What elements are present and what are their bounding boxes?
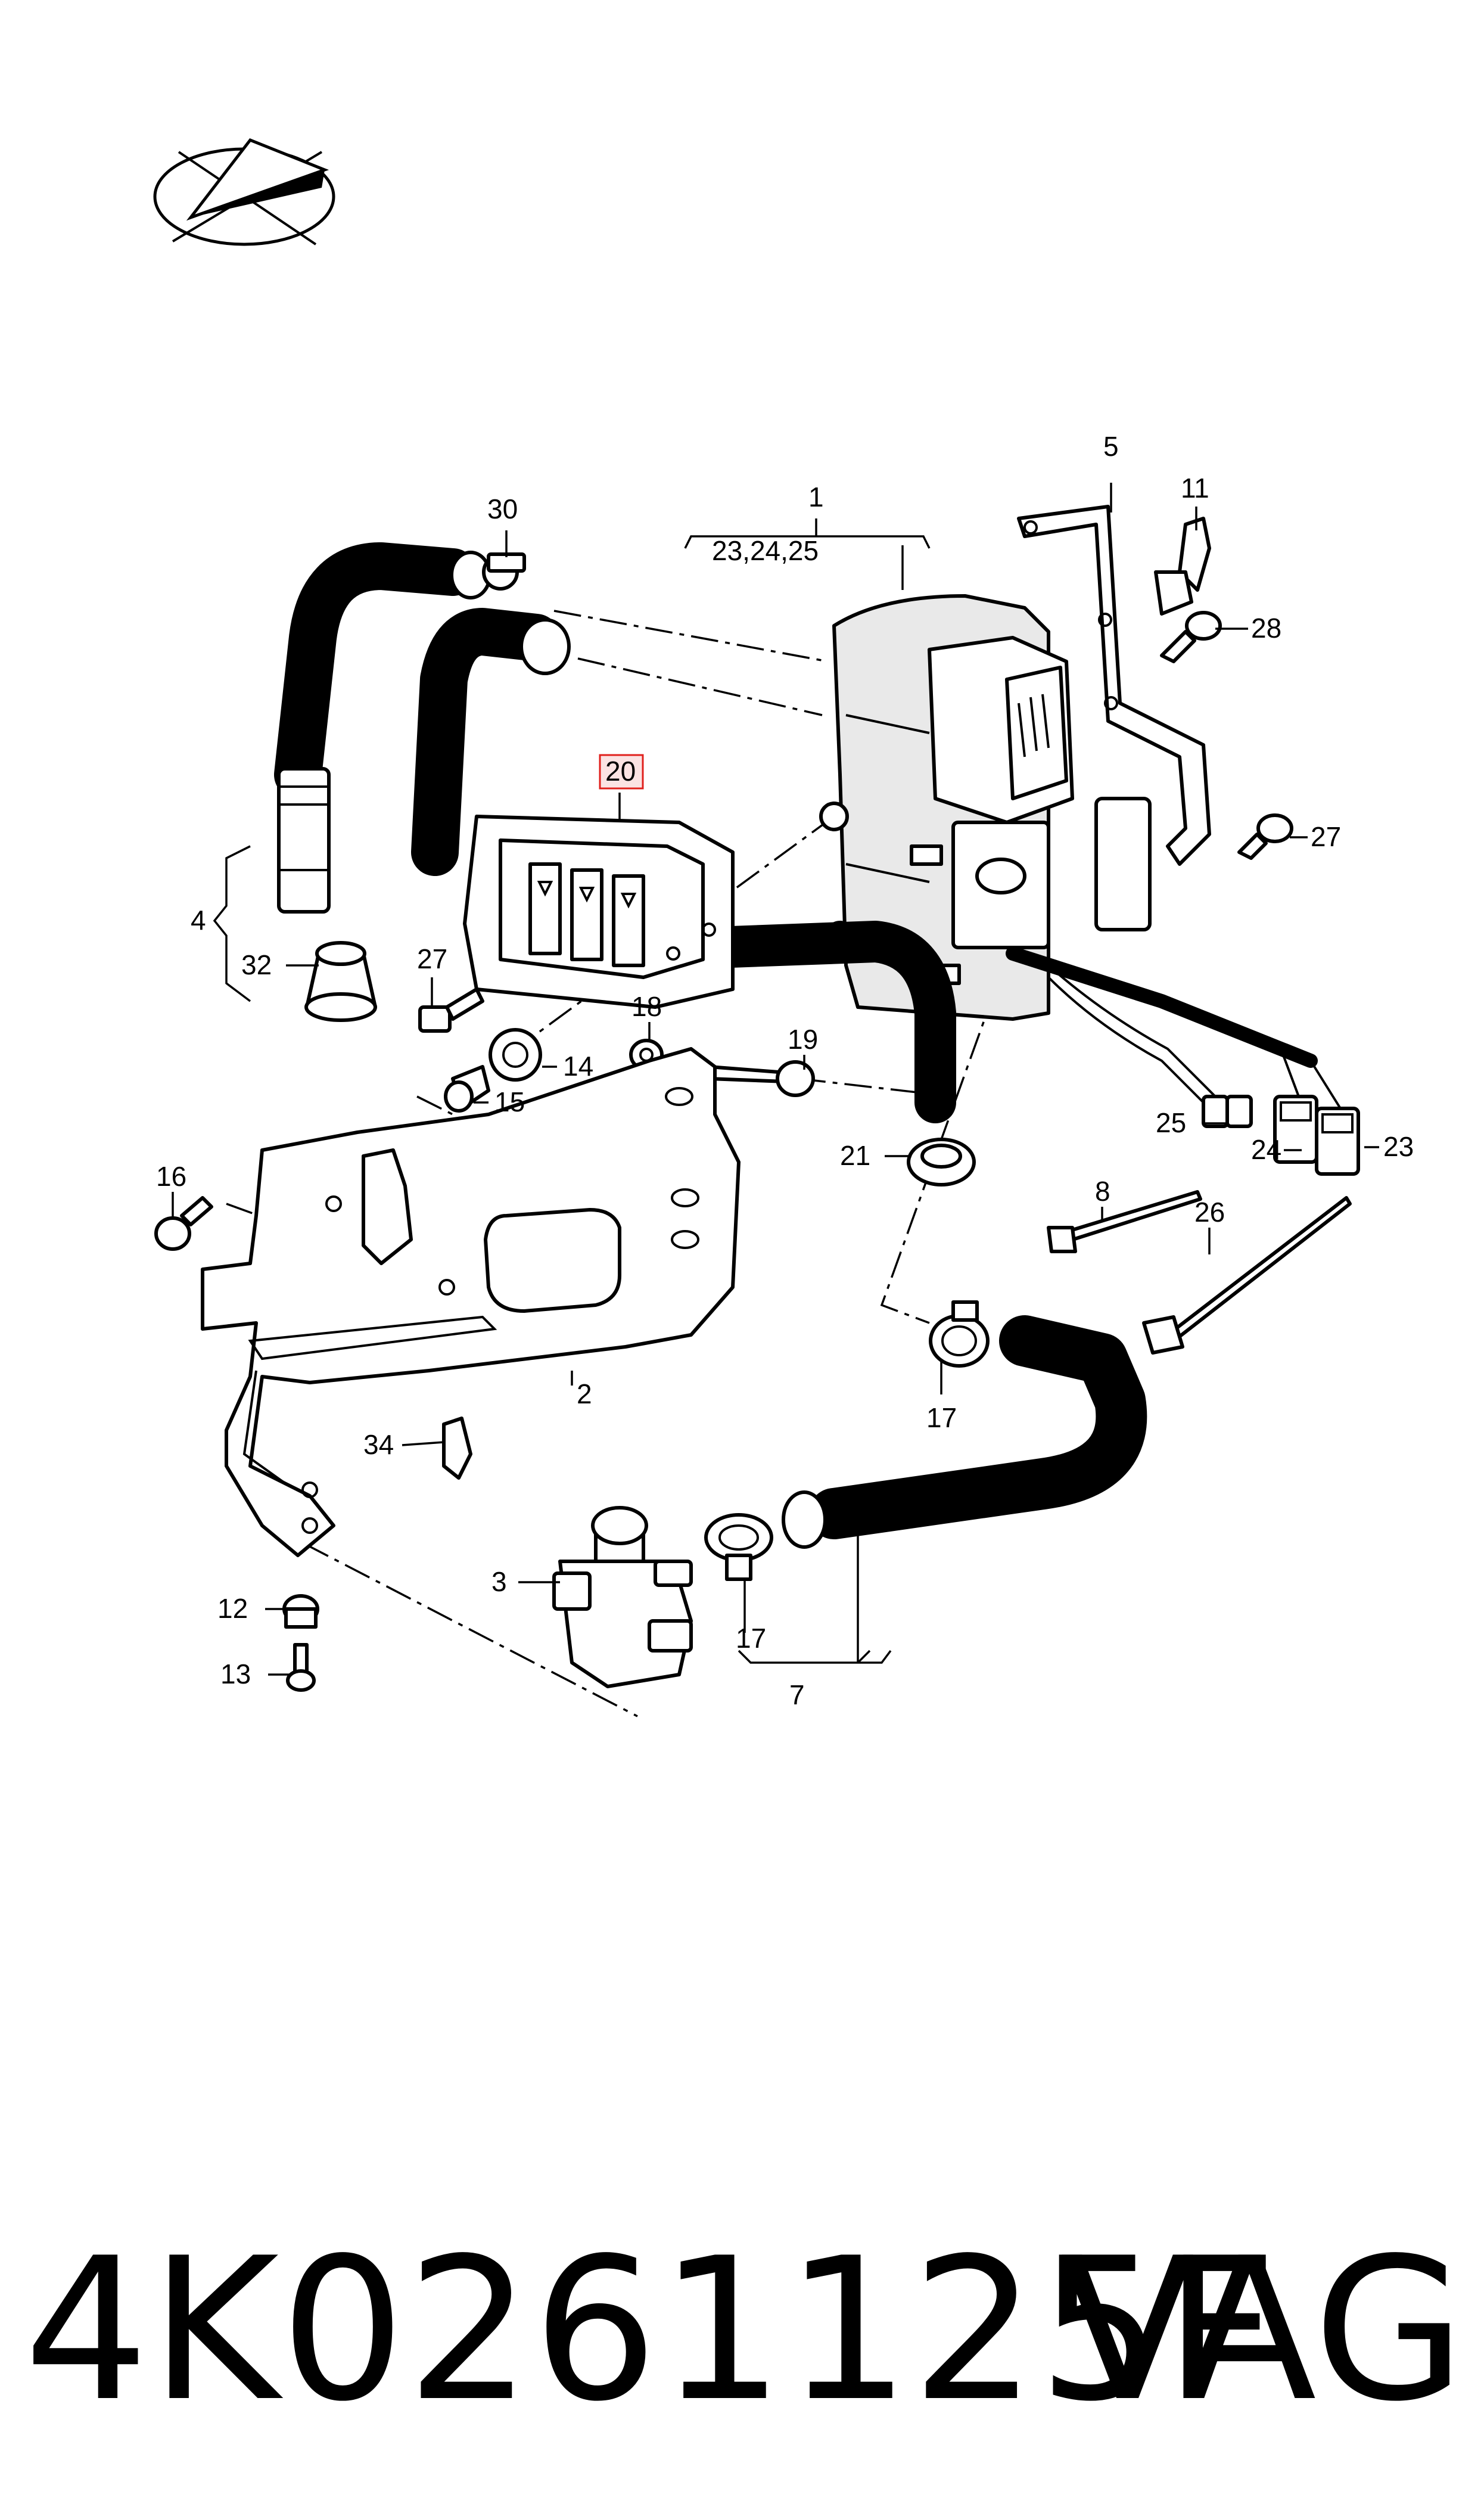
connector-part-24 xyxy=(1273,1095,1318,1164)
callout-21: 21 xyxy=(840,1140,870,1171)
callout-32: 32 xyxy=(241,949,272,980)
footer: 4K0261125F VAG xyxy=(24,2211,1466,2473)
callout-12: 12 xyxy=(217,1593,248,1624)
arrow-target-logo-icon xyxy=(153,138,335,246)
nut-part-12 xyxy=(282,1594,319,1629)
highlight-box-part-20 xyxy=(599,754,644,790)
bracket-part-2 xyxy=(201,1047,741,1557)
callout-1-sub: 23,24,25 xyxy=(712,535,819,566)
callout-28: 28 xyxy=(1251,613,1281,644)
callout-27-left: 27 xyxy=(417,943,447,974)
callout-labels: 1 23,24,25 5 11 28 27 30 20 4 32 27 14 1… xyxy=(156,431,1414,1710)
bracket-part-5 xyxy=(1017,505,1211,866)
coolant-pipe-to-part-21 xyxy=(694,921,956,1123)
callout-16: 16 xyxy=(156,1161,186,1192)
callout-23: 23 xyxy=(1383,1131,1414,1162)
callout-19: 19 xyxy=(788,1024,818,1055)
grommet-part-21 xyxy=(907,1138,976,1186)
callout-30: 30 xyxy=(487,493,518,524)
screw-part-27-left xyxy=(418,987,484,1033)
coolant-hose-upper xyxy=(411,608,571,876)
coolant-hose-part-7 xyxy=(782,1315,1147,1549)
screw-part-28 xyxy=(1160,611,1222,663)
wiring-harness xyxy=(1006,946,1342,1110)
leader-lines xyxy=(172,483,1379,1676)
callout-2: 2 xyxy=(577,1378,592,1409)
clip-part-11 xyxy=(1154,517,1211,616)
clip-part-34 xyxy=(442,1417,472,1480)
screw-part-13 xyxy=(286,1643,316,1692)
connector-part-23 xyxy=(1315,1107,1360,1176)
hose-clamp-part-17-lower xyxy=(704,1513,773,1581)
hose-clamp-part-17-upper xyxy=(929,1300,990,1368)
coolant-hose-part-4 xyxy=(274,542,491,914)
connector-part-25 xyxy=(1202,1095,1253,1128)
auxiliary-heater-part-1 xyxy=(819,594,1152,1021)
grommet-part-32 xyxy=(304,941,377,1022)
callout-20: 20 xyxy=(605,756,636,787)
callout-18: 18 xyxy=(631,991,662,1022)
control-unit-part-20 xyxy=(463,815,735,1009)
callout-25: 25 xyxy=(1156,1107,1186,1138)
cable-tie-part-26 xyxy=(1142,1196,1352,1355)
callout-11: 11 xyxy=(1181,473,1209,504)
callout-13: 13 xyxy=(220,1658,251,1689)
screw-part-19 xyxy=(707,1060,815,1097)
part-number: 4K0261125F xyxy=(24,2216,1278,2445)
brand-name: VAG xyxy=(1060,2216,1466,2445)
cable-tie-part-8 xyxy=(1047,1190,1202,1253)
callout-15: 15 xyxy=(494,1086,525,1117)
callout-14: 14 xyxy=(563,1051,593,1082)
callout-5: 5 xyxy=(1103,431,1119,462)
callout-1: 1 xyxy=(808,482,824,513)
callout-17-lower: 17 xyxy=(736,1623,766,1654)
coolant-pump-part-3 xyxy=(552,1506,693,1688)
screw-part-27-right xyxy=(1237,813,1293,860)
callout-7: 7 xyxy=(789,1679,805,1710)
callout-17-upper: 17 xyxy=(926,1402,957,1433)
spacer-part-15 xyxy=(444,1065,490,1113)
screw-part-16 xyxy=(154,1196,213,1251)
callout-26: 26 xyxy=(1194,1197,1225,1228)
callout-27-right: 27 xyxy=(1311,821,1341,852)
hose-clamp-part-30 xyxy=(482,552,526,591)
callout-4: 4 xyxy=(191,905,206,936)
callout-24: 24 xyxy=(1251,1134,1281,1165)
callout-3: 3 xyxy=(491,1566,507,1597)
callout-34: 34 xyxy=(363,1429,394,1460)
callout-8: 8 xyxy=(1095,1176,1110,1207)
grommet-part-14 xyxy=(489,1028,542,1082)
